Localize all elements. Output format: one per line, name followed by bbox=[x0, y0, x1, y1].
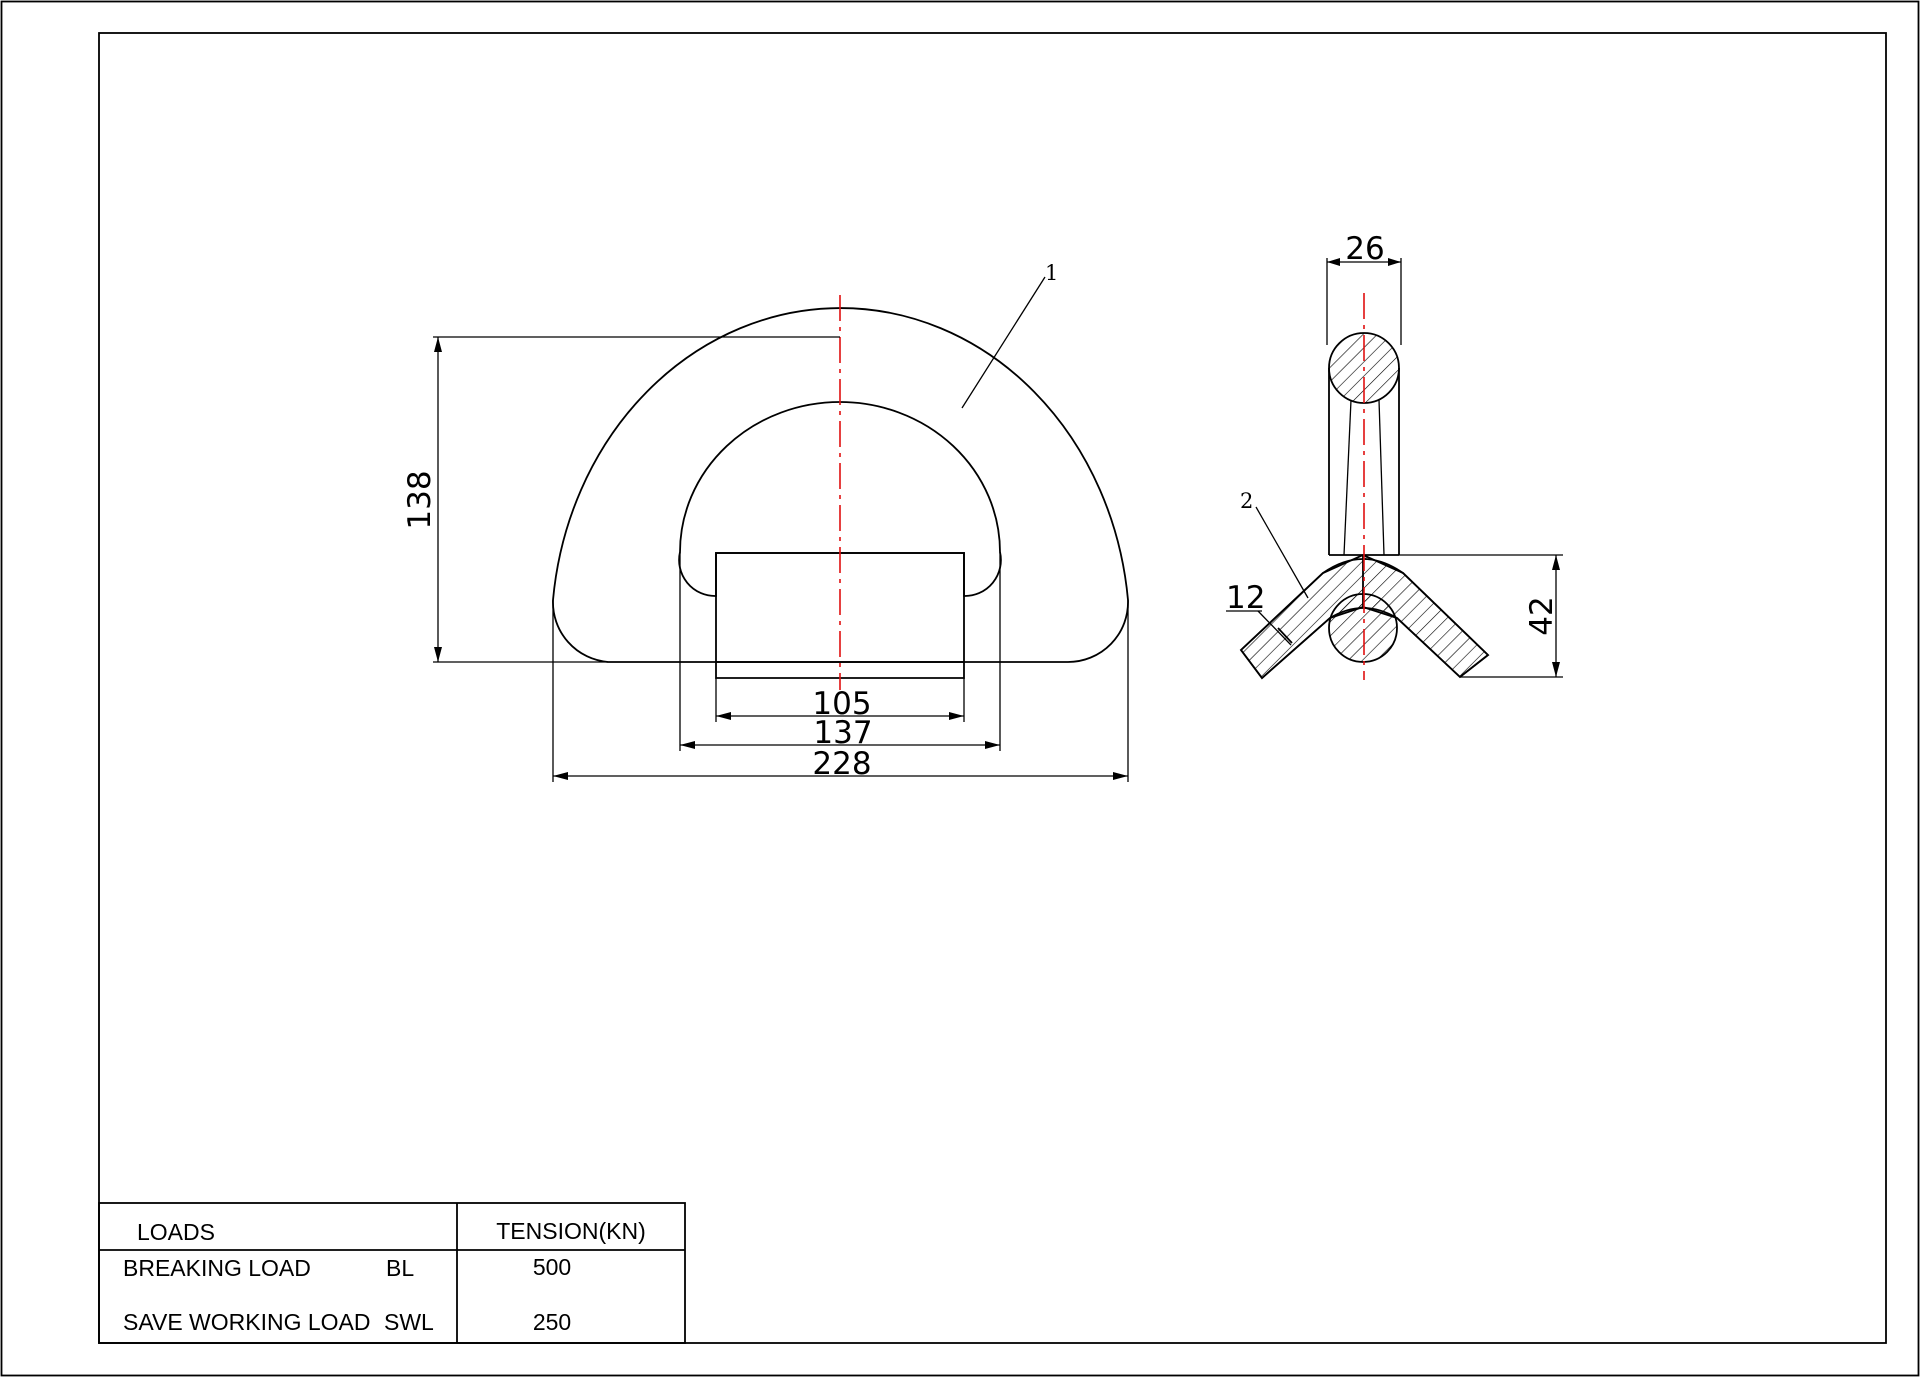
part-2-label: 2 bbox=[1240, 489, 1253, 513]
base-width-dimension-label: 105 bbox=[812, 686, 871, 722]
row-save-working-load-abbr: SWL bbox=[384, 1309, 434, 1335]
part-1-leader bbox=[961, 276, 1046, 409]
outer-width-dimension-label: 228 bbox=[812, 746, 871, 782]
height-dimension-label: 138 bbox=[402, 470, 438, 529]
base-height-dimension-label: 42 bbox=[1524, 596, 1560, 635]
part-1-label: 1 bbox=[1045, 261, 1058, 285]
loads-header: LOADS bbox=[137, 1219, 215, 1245]
ring-diameter-dimension-label: 26 bbox=[1345, 231, 1384, 267]
thickness-marker bbox=[1277, 627, 1293, 644]
front-view: 138 105 137 228 1 bbox=[402, 261, 1129, 782]
sheet-inner-border bbox=[98, 32, 1887, 1344]
row-breaking-load-abbr: BL bbox=[386, 1255, 414, 1281]
inner-width-dimension-label: 137 bbox=[813, 715, 872, 751]
row-breaking-load-name: BREAKING LOAD bbox=[123, 1255, 311, 1281]
ring-bottom-section bbox=[1328, 593, 1398, 663]
loads-table: LOADS TENSION(KN) BREAKING LOAD BL 500 S… bbox=[98, 1202, 686, 1344]
row-save-working-load-name: SAVE WORKING LOAD bbox=[123, 1309, 371, 1335]
part-2-leader bbox=[1255, 506, 1309, 599]
base-thickness-dimension-label: 12 bbox=[1226, 580, 1265, 616]
row-breaking-load-value: 500 bbox=[533, 1254, 571, 1280]
side-view: 26 42 12 2 bbox=[1226, 231, 1563, 680]
row-save-working-load-value: 250 bbox=[533, 1309, 571, 1335]
tension-header: TENSION(KN) bbox=[496, 1218, 646, 1244]
